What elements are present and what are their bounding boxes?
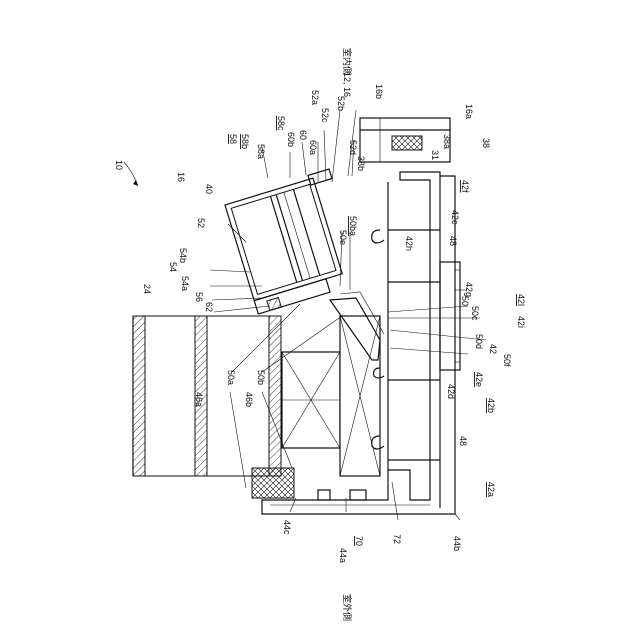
label-46a: 46a bbox=[194, 392, 204, 407]
label-50ba: 50ba bbox=[348, 216, 358, 236]
label-52d: 52d bbox=[348, 140, 358, 155]
label-16a: 16a bbox=[464, 104, 474, 119]
label-44b: 44b bbox=[452, 536, 462, 551]
label-50f: 50f bbox=[502, 354, 512, 367]
label-50b: 50b bbox=[256, 370, 266, 385]
label-58b: 58b bbox=[240, 134, 250, 149]
label-12-16: 12, 16 bbox=[342, 72, 352, 97]
label-54: 54 bbox=[168, 262, 178, 272]
label-42b: 42b bbox=[486, 398, 496, 413]
label-31: 31 bbox=[430, 150, 440, 160]
label-38a: 38a bbox=[442, 134, 452, 149]
label-48-top: 48 bbox=[448, 236, 458, 246]
label-60a: 60a bbox=[308, 140, 318, 155]
label-42h: 42h bbox=[404, 236, 414, 251]
label-42i: 42i bbox=[516, 316, 526, 328]
label-16b: 16b bbox=[374, 84, 384, 99]
label-42l: 42l bbox=[516, 294, 526, 306]
indoor-side-label: 室内側 bbox=[341, 48, 353, 75]
label-56: 56 bbox=[194, 292, 204, 302]
label-42c: 42c bbox=[450, 210, 460, 225]
label-58: 58 bbox=[228, 134, 238, 144]
label-16: 16 bbox=[176, 172, 186, 182]
label-70: 70 bbox=[354, 536, 364, 546]
label-72: 72 bbox=[392, 534, 402, 544]
label-42: 42 bbox=[488, 344, 498, 354]
label-48-bottom: 48 bbox=[458, 436, 468, 446]
label-50c: 50c bbox=[470, 306, 480, 321]
label-52b: 52b bbox=[336, 96, 346, 111]
label-62: 62 bbox=[204, 302, 214, 312]
arrow-head bbox=[133, 180, 138, 186]
label-40: 40 bbox=[204, 184, 214, 194]
label-58a: 58a bbox=[256, 144, 266, 159]
label-42g: 42g bbox=[464, 282, 474, 297]
label-42e: 42e bbox=[474, 372, 484, 387]
label-24: 24 bbox=[142, 284, 152, 294]
label-52a: 52a bbox=[310, 90, 320, 105]
label-44c: 44c bbox=[282, 520, 292, 535]
label-60: 60 bbox=[298, 130, 308, 140]
label-52c: 52c bbox=[320, 108, 330, 123]
label-38b: 38b bbox=[356, 156, 366, 171]
label-50: 50 bbox=[460, 296, 470, 306]
label-50a: 50a bbox=[226, 370, 236, 385]
label-46b: 46b bbox=[244, 392, 254, 407]
label-10: 10 bbox=[114, 160, 124, 170]
label-42a: 42a bbox=[486, 482, 496, 497]
label-54b: 54b bbox=[178, 248, 188, 263]
label-42d: 42d bbox=[446, 384, 456, 399]
label-42f: 42f bbox=[460, 180, 470, 193]
label-50e: 50e bbox=[338, 230, 348, 245]
outdoor-side-label: 室外側 bbox=[341, 594, 353, 621]
label-38: 38 bbox=[481, 138, 491, 148]
glass-panel bbox=[133, 316, 281, 476]
label-50d: 50d bbox=[474, 334, 484, 349]
label-60b: 60b bbox=[286, 132, 296, 147]
label-54a: 54a bbox=[180, 276, 190, 291]
label-52: 52 bbox=[196, 218, 206, 228]
label-44a: 44a bbox=[338, 548, 348, 563]
label-58c: 58c bbox=[276, 116, 286, 131]
